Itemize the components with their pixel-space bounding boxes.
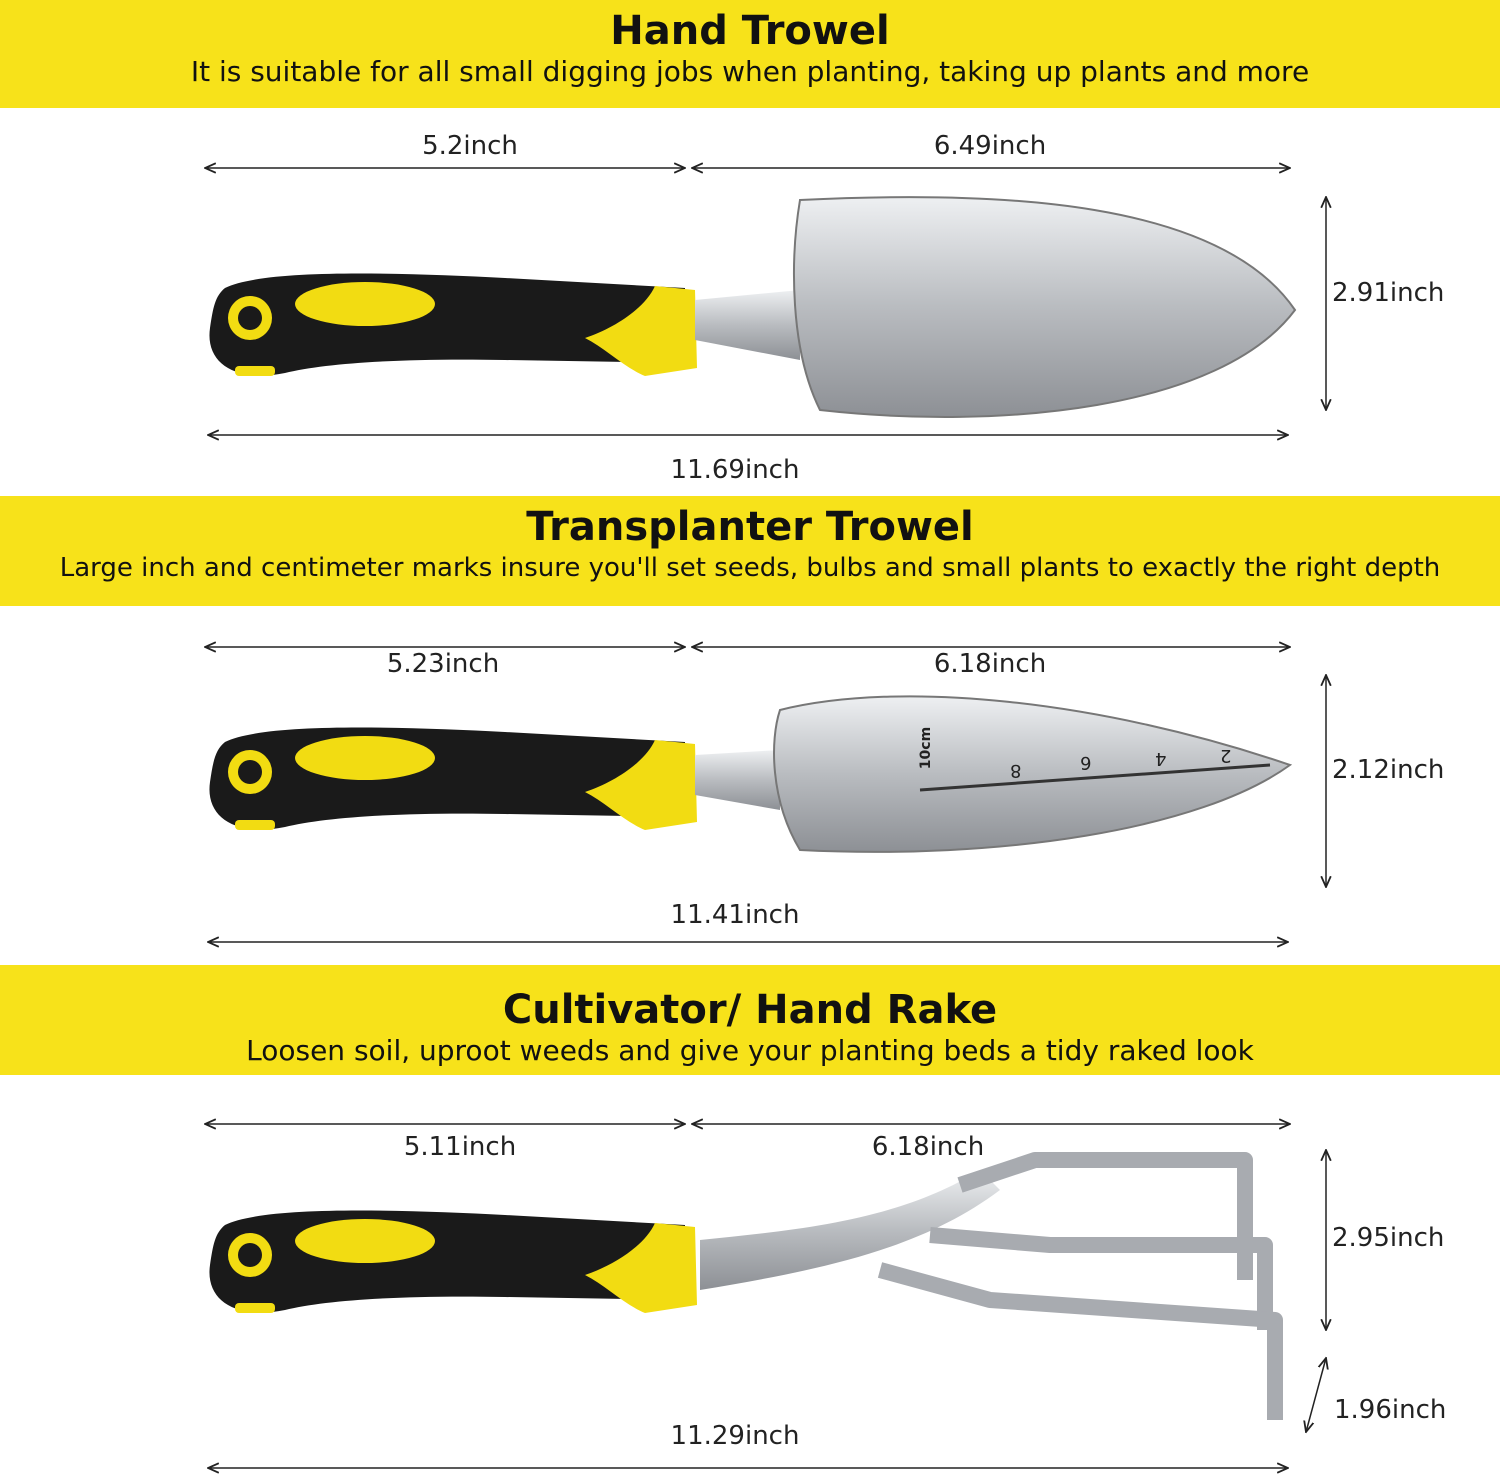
- total-length-label: 11.29inch: [670, 1421, 800, 1451]
- section-title: Hand Trowel: [610, 8, 890, 54]
- head-length-label: 6.18inch: [933, 649, 1047, 679]
- scale-mark: 2: [1220, 745, 1232, 766]
- section-subtitle: Loosen soil, uproot weeds and give your …: [246, 1034, 1254, 1067]
- head-length-label: 6.18inch: [871, 1132, 985, 1162]
- section-title: Transplanter Trowel: [526, 504, 974, 550]
- handle-length-label: 5.23inch: [386, 649, 500, 679]
- scale-mark: 10cm: [918, 726, 935, 770]
- transplanter-trowel-illustration: [209, 695, 1293, 853]
- section-subtitle: It is suitable for all small digging job…: [190, 55, 1310, 88]
- dimension-lines: [205, 168, 1326, 1468]
- handle-length-label: 5.11inch: [403, 1132, 517, 1162]
- section-subtitle: Large inch and centimeter marks insure y…: [59, 553, 1441, 583]
- hand-trowel-illustration: [209, 196, 1297, 418]
- tine-depth-label: 1.96inch: [1334, 1395, 1447, 1425]
- total-length-label: 11.69inch: [670, 455, 800, 485]
- scale-mark: 6: [1080, 752, 1092, 773]
- transplanter-trowel-header: Transplanter Trowel Large inch and centi…: [0, 496, 1500, 606]
- section-title: Cultivator/ Hand Rake: [502, 987, 998, 1033]
- head-length-label: 6.49inch: [933, 131, 1047, 161]
- width-label: 2.91inch: [1332, 278, 1445, 308]
- width-label: 2.12inch: [1332, 755, 1445, 785]
- total-length-label: 11.41inch: [670, 900, 800, 930]
- scale-mark: 8: [1010, 760, 1022, 781]
- scale-mark: 4: [1155, 748, 1167, 769]
- width-label: 2.95inch: [1332, 1223, 1445, 1253]
- hand-trowel-header: Hand Trowel It is suitable for all small…: [0, 0, 1500, 108]
- handle-length-label: 5.2inch: [422, 131, 518, 161]
- cultivator-illustration: [209, 1152, 1283, 1420]
- cultivator-header: Cultivator/ Hand Rake Loosen soil, uproo…: [0, 965, 1500, 1075]
